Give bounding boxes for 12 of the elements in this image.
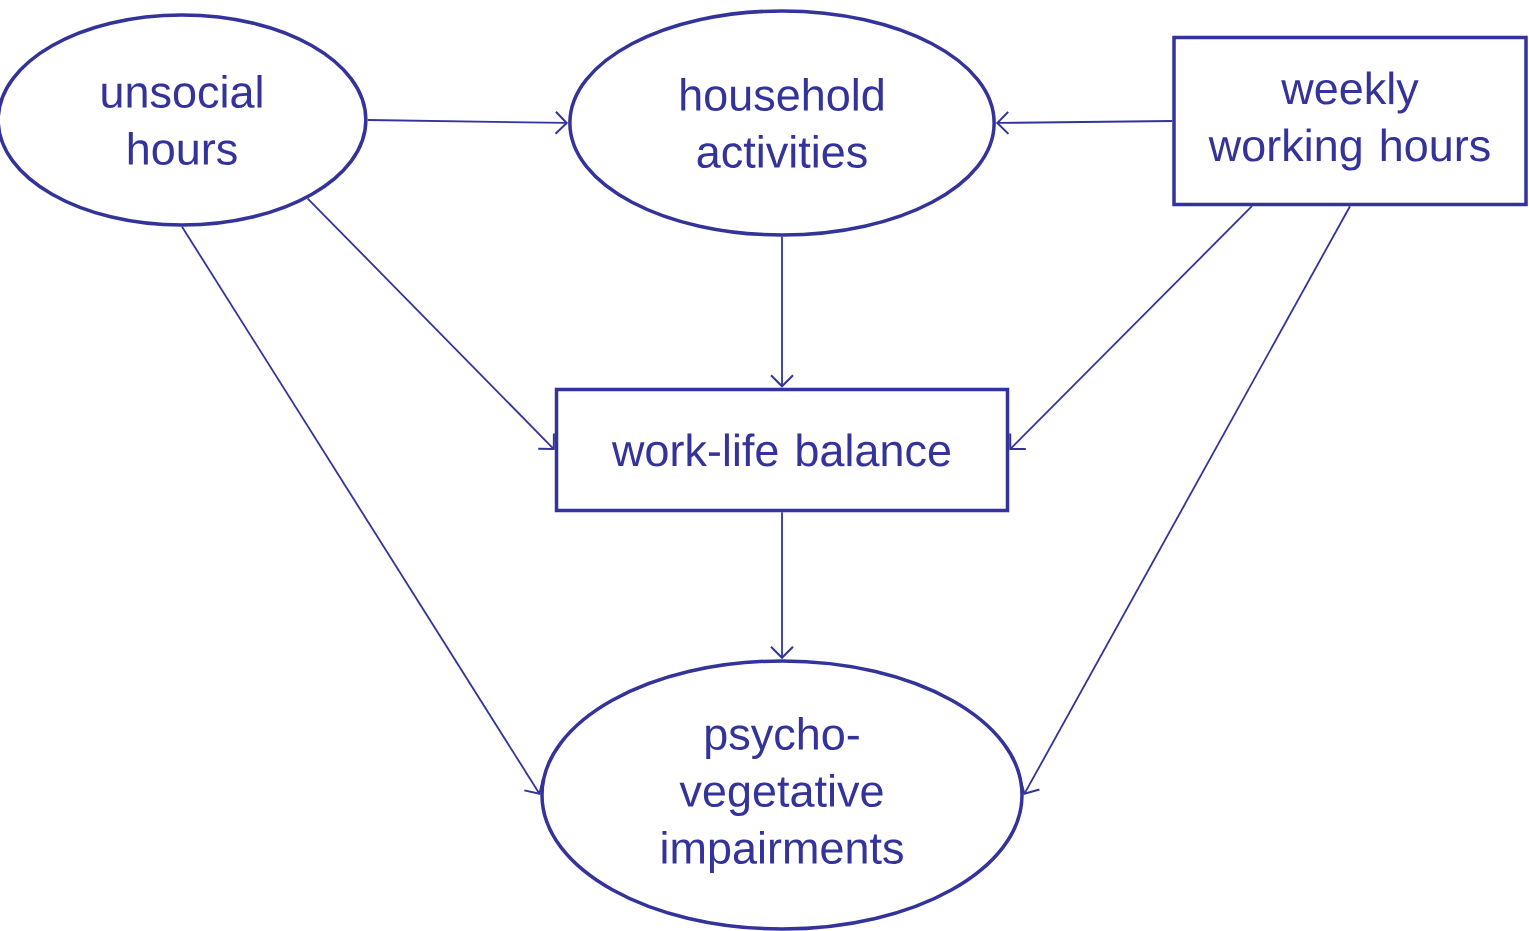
arrow bbox=[181, 225, 544, 795]
arrow bbox=[1019, 205, 1351, 795]
arrow bbox=[770, 511, 794, 660]
arrow bbox=[1009, 205, 1253, 450]
arrow bbox=[995, 110, 1174, 135]
arrow bbox=[366, 110, 569, 135]
ellipse-node: psycho- vegetative impairments bbox=[540, 659, 1024, 931]
arrow bbox=[770, 235, 794, 388]
arrow bbox=[306, 197, 555, 450]
process-box: weekly working hours bbox=[1172, 35, 1528, 207]
process-box: work-life balance bbox=[554, 387, 1010, 513]
ellipse-node: household activities bbox=[568, 9, 996, 237]
